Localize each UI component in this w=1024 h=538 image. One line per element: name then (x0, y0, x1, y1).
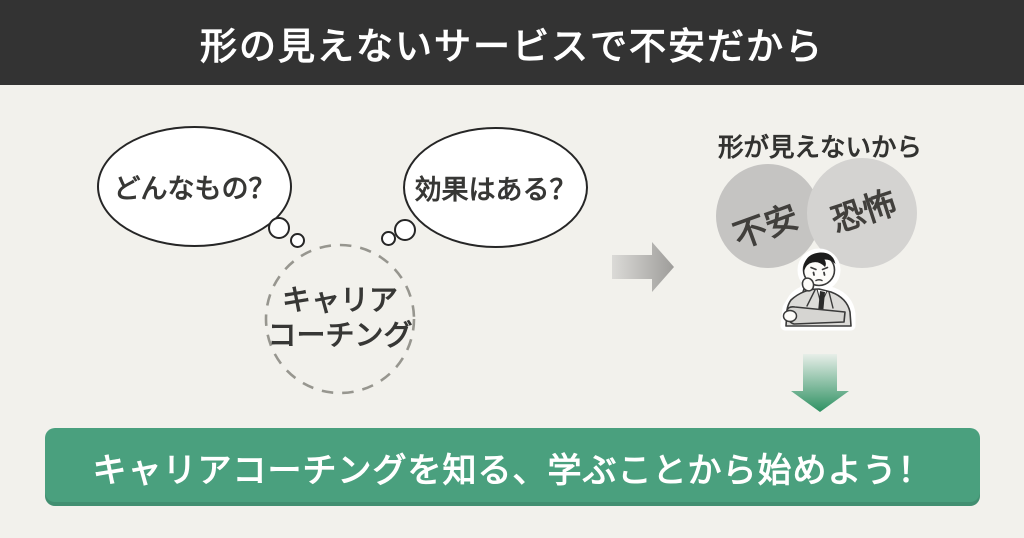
thought-dot-icon (290, 233, 305, 248)
thought-bubble-right-text: 効果はある？ (414, 175, 577, 205)
fear-label: 恐怖 (826, 183, 901, 240)
conclusion-text: キャリアコーチングを知る、学ぶことから始めよう！ (92, 451, 933, 490)
header-title: 形の見えないサービスで不安だから (200, 25, 824, 67)
down-arrow-icon (791, 354, 849, 412)
subject-dashed-circle (264, 243, 416, 395)
subject-label-line1: キャリア (281, 284, 398, 317)
right-arrow-icon (612, 242, 674, 292)
header-bar: 形の見えないサービスで不安だから (0, 0, 1024, 85)
thought-dot-icon (268, 217, 290, 239)
thought-bubble-left-text: どんなもの？ (113, 174, 276, 204)
result-caption: 形が見えないから (717, 134, 922, 162)
thought-dot-icon (381, 231, 396, 246)
thought-dot-icon (394, 219, 416, 241)
thought-bubble-right: 効果はある？ (403, 127, 588, 248)
anxiety-circle: 不安 (716, 164, 820, 268)
thought-bubble-left: どんなもの？ (97, 126, 292, 247)
subject-label-line2: コーチング (267, 320, 413, 352)
subject-label: キャリア コーチング (263, 242, 417, 396)
thinking-person-illustration-icon (780, 248, 856, 331)
conclusion-banner: キャリアコーチングを知る、学ぶことから始めよう！ (45, 428, 980, 506)
